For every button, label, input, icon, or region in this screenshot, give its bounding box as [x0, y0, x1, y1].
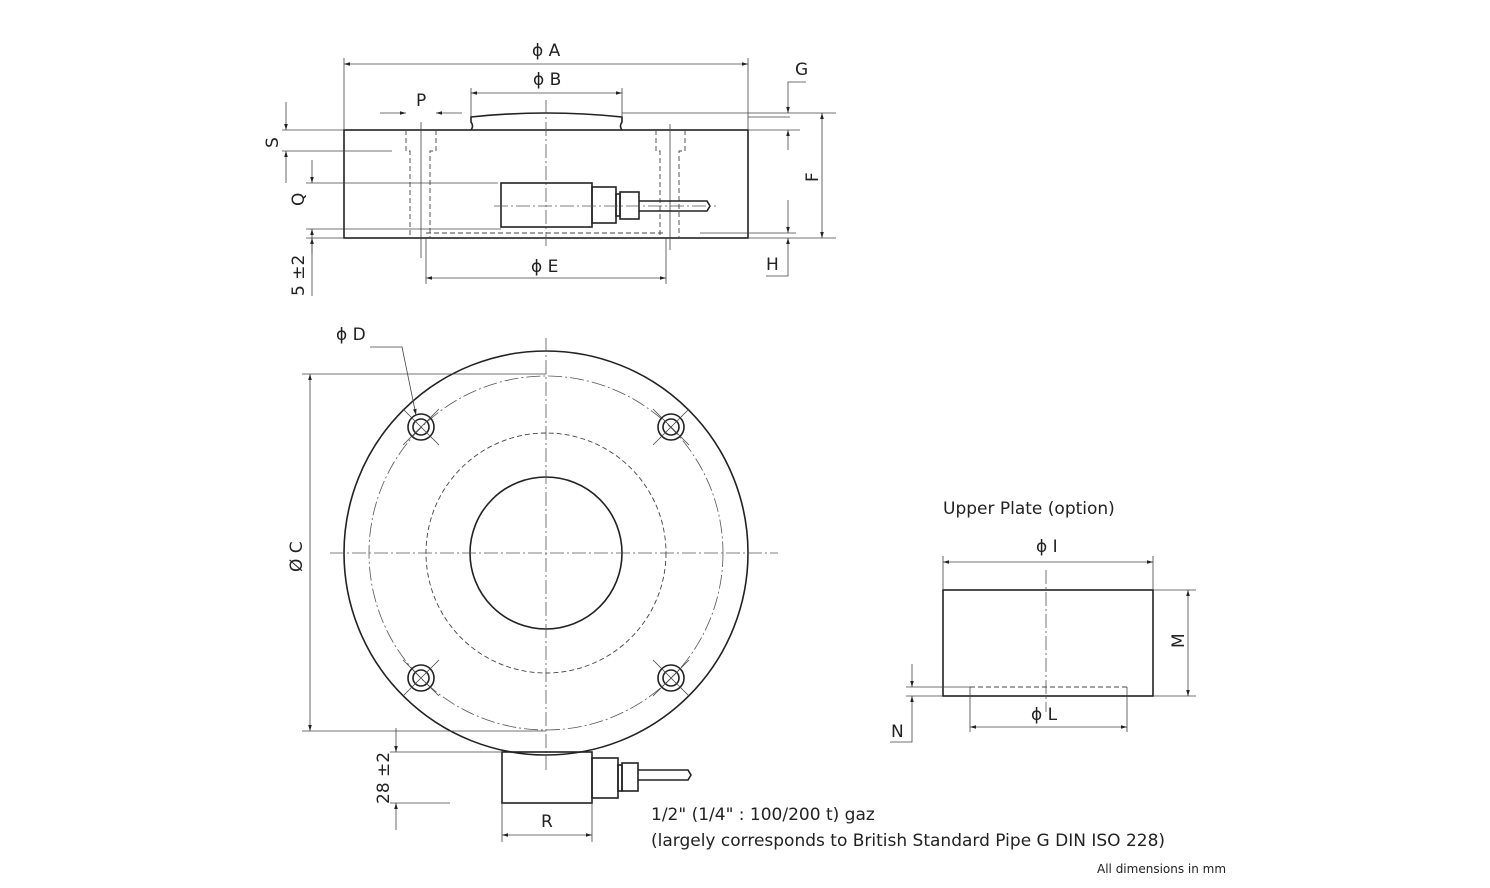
- dim-label-I: ϕ I: [1036, 537, 1058, 557]
- side-view: ϕ A ϕ B P S Q 5 ±2 ϕ E G F H: [263, 41, 836, 296]
- standard-note: (largely corresponds to British Standard…: [651, 831, 1165, 851]
- dim-label-Q: Q: [289, 193, 309, 206]
- mount-hole-right: [655, 130, 686, 238]
- load-button: [470, 112, 623, 131]
- dim-label-E: ϕ E: [531, 257, 558, 277]
- upper-plate-title: Upper Plate (option): [943, 499, 1115, 519]
- connector-nut: [619, 191, 640, 220]
- upper-plate-outline: [942, 589, 1154, 697]
- dim-label-P: P: [416, 91, 426, 111]
- connector-nut-top: [621, 762, 639, 792]
- sensor-body: [500, 182, 593, 228]
- dim-label-L: ϕ L: [1031, 705, 1058, 725]
- dim-label-B: ϕ B: [533, 70, 561, 90]
- upper-plate-view: Upper Plate (option) ϕ I M ϕ L N: [890, 499, 1196, 743]
- dim-label-S: S: [263, 137, 283, 148]
- units-note: All dimensions in mm: [1097, 862, 1226, 876]
- dim-label-M: M: [1169, 633, 1189, 648]
- bolt-holes: [402, 408, 690, 697]
- dim-label-F: F: [803, 172, 823, 182]
- dim-label-5: 5 ±2: [289, 255, 309, 296]
- dim-label-A: ϕ A: [532, 41, 561, 61]
- top-view: ϕ D Ø C 28 ±2 R: [287, 325, 778, 842]
- mount-hole-left: [405, 130, 437, 238]
- thread-note: 1/2" (1/4" : 100/200 t) gaz: [651, 805, 875, 825]
- dim-label-C: Ø C: [287, 541, 307, 572]
- connector-housing: [501, 751, 593, 804]
- dim-label-N: N: [891, 722, 904, 742]
- dim-label-R: R: [541, 812, 553, 832]
- cable-top: [638, 769, 692, 781]
- dim-label-G: G: [795, 60, 808, 80]
- dim-label-H: H: [766, 255, 779, 275]
- dim-label-D: ϕ D: [336, 325, 366, 345]
- connector-fitting: [591, 186, 617, 224]
- dim-label-28: 28 ±2: [374, 752, 394, 804]
